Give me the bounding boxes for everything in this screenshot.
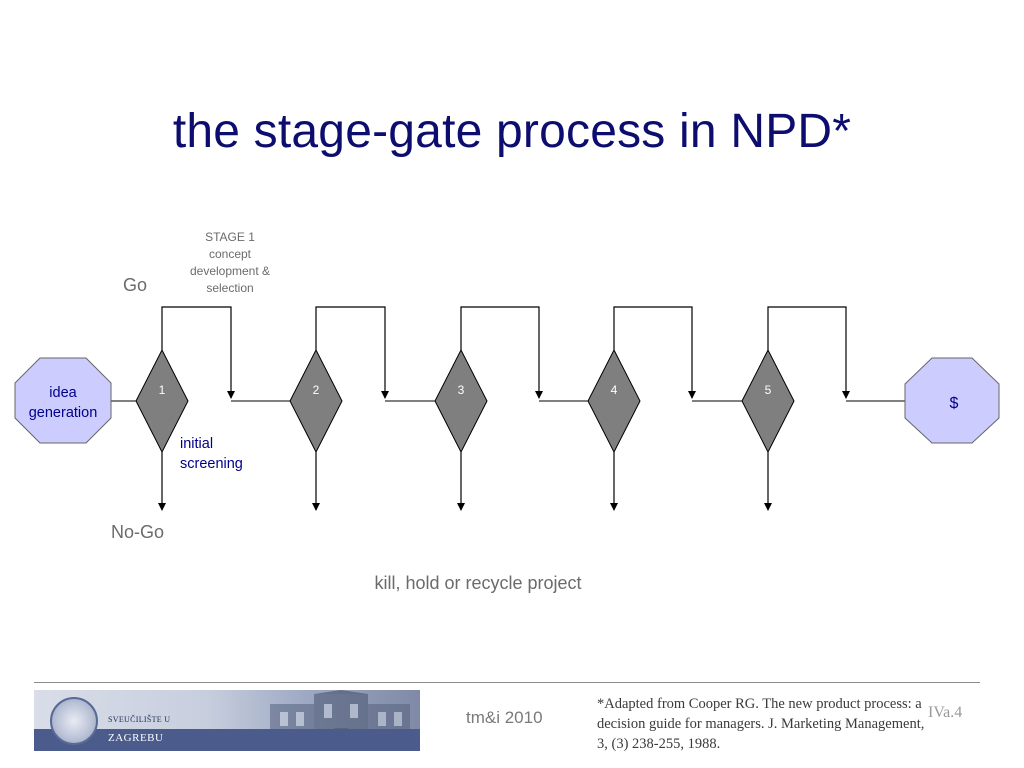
gate-4-label: 4 <box>611 383 618 397</box>
go-loop-3 <box>460 306 543 399</box>
nogo-label: No-Go <box>111 522 164 542</box>
gate-3-label: 3 <box>458 383 465 397</box>
footer-citation: *Adapted from Cooper RG. The new product… <box>597 696 925 752</box>
gate-2-diamond <box>289 348 343 454</box>
gate-1-diamond <box>135 348 189 454</box>
university-seal-icon <box>50 697 98 745</box>
gate-1-label: 1 <box>159 383 166 397</box>
stage-gate-diagram: STAGE 1 concept development & selection … <box>14 230 1000 593</box>
go-loop-1 <box>161 306 235 399</box>
go-loop-5 <box>767 306 850 399</box>
outcome-label: kill, hold or recycle project <box>374 573 581 593</box>
go-loop-2 <box>315 306 389 399</box>
gate1-note-line1: initial <box>180 436 213 452</box>
university-name-line2: ZAGREBU <box>108 732 164 744</box>
gate-5-diamond <box>741 348 795 454</box>
idea-generation-node <box>14 357 112 444</box>
revenue-label: $ <box>950 395 959 412</box>
logo-bar <box>34 729 420 751</box>
slide-title: the stage-gate process in NPD* <box>172 105 852 158</box>
stage1-label-line1: STAGE 1 <box>205 230 255 244</box>
gate1-note-line2: screening <box>180 456 243 472</box>
university-logo-banner: SVEUČILIŠTE U ZAGREBU <box>34 690 420 751</box>
go-loop-4 <box>613 306 696 399</box>
idea-generation-line1: idea <box>49 385 77 401</box>
footer-divider <box>34 682 980 683</box>
stage1-label-line4: selection <box>206 281 253 295</box>
idea-generation-line2: generation <box>29 405 98 421</box>
gate-4-diamond <box>587 348 641 454</box>
stage1-label-line3: development & <box>190 264 270 278</box>
stage1-label-line2: concept <box>209 247 252 261</box>
go-label: Go <box>123 275 147 295</box>
gate-5-label: 5 <box>765 383 772 397</box>
gate-2-label: 2 <box>313 383 320 397</box>
gate-3-diamond <box>434 348 488 454</box>
footer-center-text: tm&i 2010 <box>466 708 543 727</box>
slide-number: IVa.4 <box>928 704 963 721</box>
university-name-line1: SVEUČILIŠTE U <box>108 715 171 724</box>
revenue-node <box>904 357 1000 444</box>
